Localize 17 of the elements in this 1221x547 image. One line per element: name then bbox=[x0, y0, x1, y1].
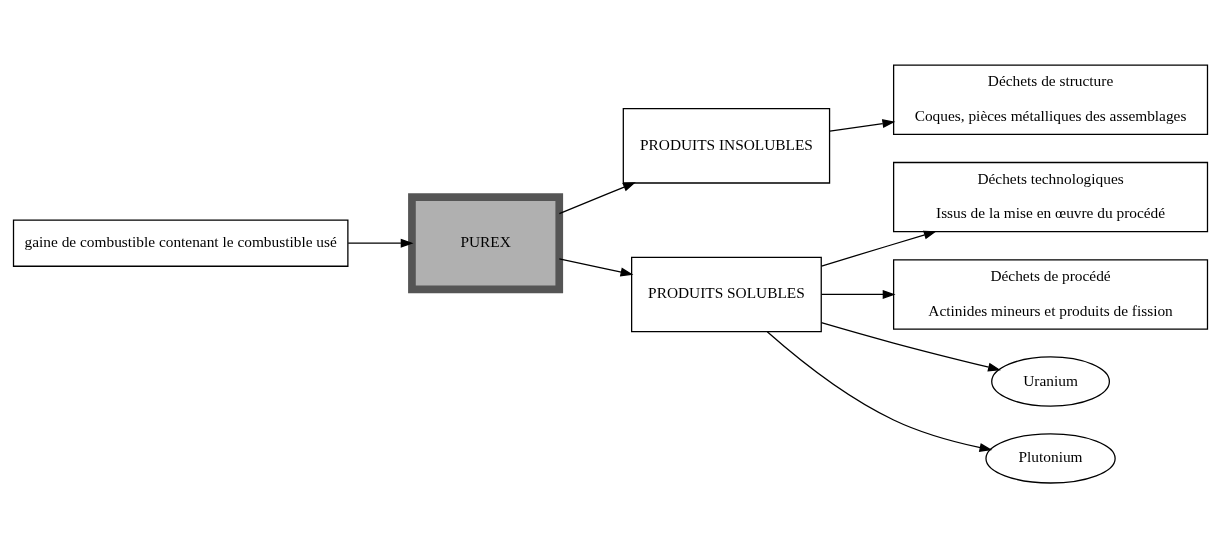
arrow bbox=[820, 321, 1001, 372]
arrow bbox=[820, 230, 937, 267]
arrow bbox=[558, 181, 636, 214]
node-box: PUREX bbox=[408, 192, 564, 293]
arrow bbox=[558, 257, 634, 276]
node-ellipse: Plutonium bbox=[985, 432, 1116, 484]
arrow bbox=[347, 238, 414, 248]
node-box: gaine de combustible contenant le combustible usé bbox=[12, 219, 349, 267]
arrow bbox=[829, 118, 896, 132]
node-box: PRODUITS SOLUBLES bbox=[631, 256, 822, 332]
arrow bbox=[766, 330, 993, 452]
node-box: Déchets de procédé Actinides mineurs et produits de fission bbox=[893, 258, 1209, 330]
node-box: Déchets technologiques Issus de la mise en œuvre du procédé bbox=[893, 161, 1209, 232]
node-ellipse: Uranium bbox=[991, 355, 1111, 407]
node-box: Déchets de structure Coques, pièces métalliques des assemblages bbox=[893, 64, 1209, 135]
arrow bbox=[820, 289, 896, 299]
node-box: PRODUITS INSOLUBLES bbox=[622, 107, 831, 184]
